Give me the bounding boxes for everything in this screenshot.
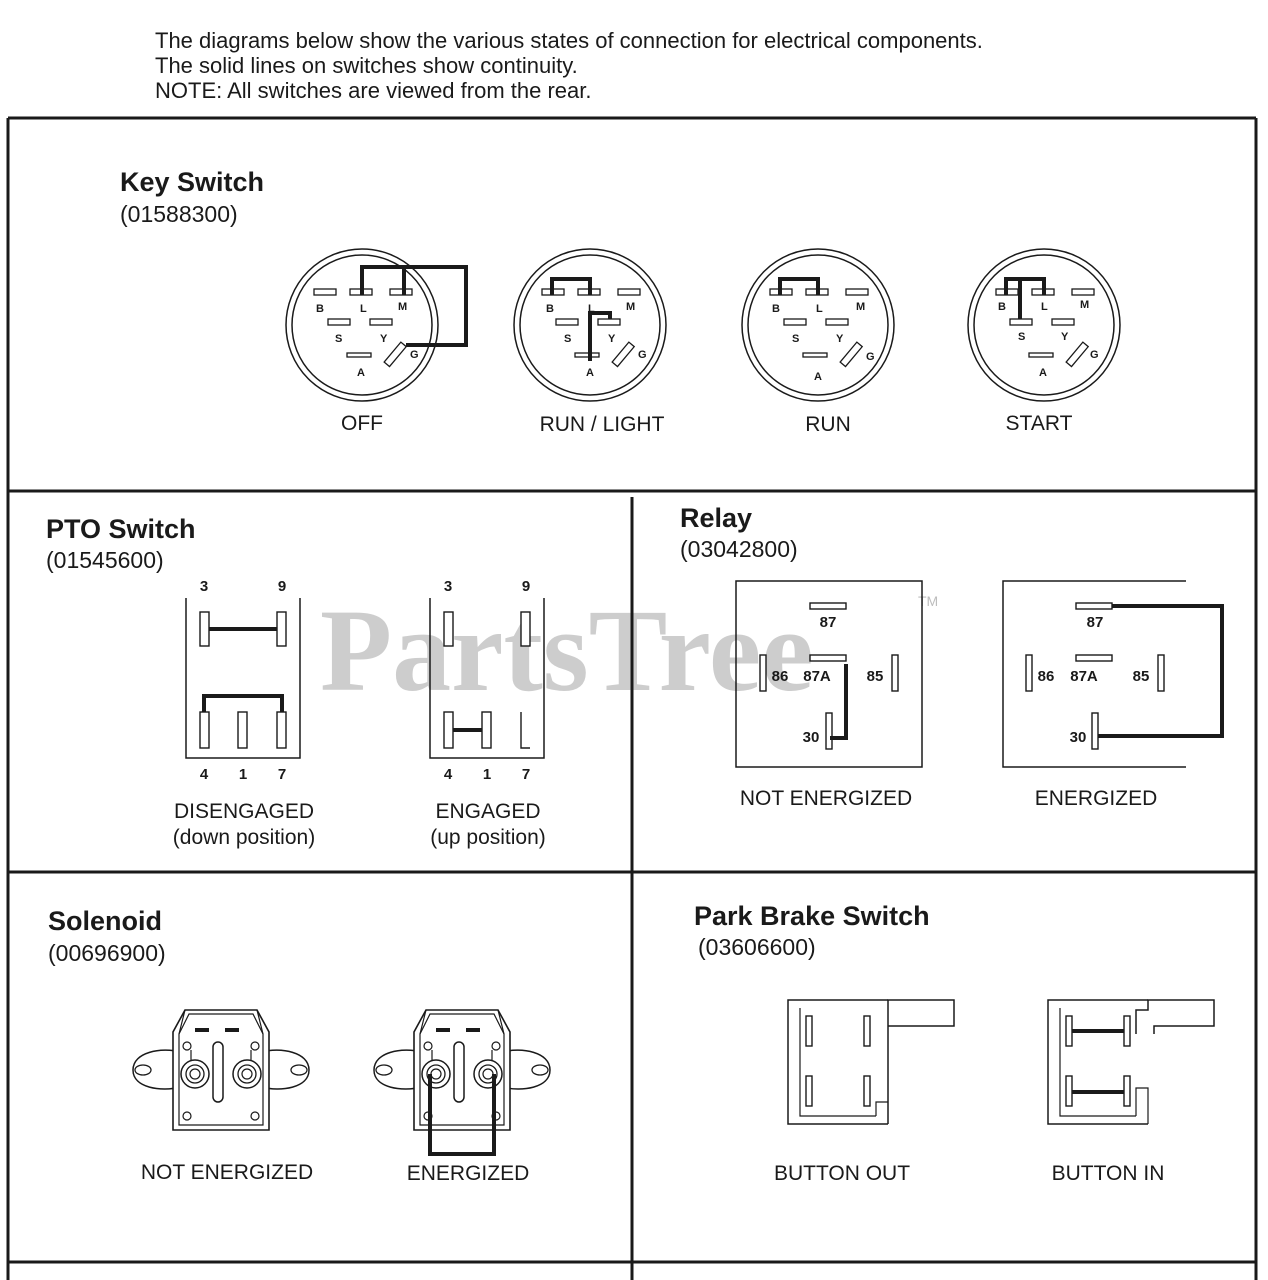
key-switch-part-number: (01588300)	[120, 201, 238, 227]
relay-pin-label: 85	[1133, 668, 1150, 685]
relay-pin-label: 87A	[803, 668, 831, 685]
pto-switch-section: PTO Switch (01545600) 3 9 4 1	[46, 514, 546, 849]
pto-pin-label: 3	[444, 578, 452, 595]
relay-section: Relay (03042800) 87 86 87A 85 30 87 86 8…	[680, 503, 1224, 810]
key-switch-run-face	[741, 248, 895, 402]
solenoid-title: Solenoid	[48, 906, 162, 936]
pin-label: L	[360, 303, 367, 315]
pin-label: G	[866, 351, 875, 363]
pin-label: Y	[836, 333, 844, 345]
relay-energized-label: ENERGIZED	[1035, 787, 1158, 810]
pto-engaged-label: ENGAGED	[435, 800, 540, 823]
pin-label: B	[772, 303, 780, 315]
pin-label: B	[546, 303, 554, 315]
pto-pin-label: 7	[278, 766, 286, 783]
key-state-off-label: OFF	[341, 412, 383, 435]
pin-label: S	[564, 333, 571, 345]
pto-pin-label: 4	[444, 766, 453, 783]
panel-frame	[6, 116, 1258, 1280]
relay-pin-label: 86	[1038, 668, 1055, 685]
relay-pin-label: 85	[867, 668, 884, 685]
key-state-run-light-label: RUN / LIGHT	[540, 413, 665, 436]
pto-pin-label: 7	[522, 766, 530, 783]
relay-not-energized-label: NOT ENERGIZED	[740, 787, 912, 810]
solenoid-not-energized-diagram	[131, 1008, 311, 1132]
pin-label: L	[588, 303, 595, 315]
pto-disengaged-label: DISENGAGED	[174, 800, 314, 823]
relay-pin-label: 87	[820, 614, 837, 631]
pin-label: M	[626, 301, 635, 313]
watermark: PartsTree	[320, 585, 814, 716]
relay-pin-label: 87A	[1070, 668, 1098, 685]
solenoid-energized-diagram	[372, 1008, 552, 1156]
pin-label: A	[814, 371, 822, 383]
relay-pin-label: 30	[1070, 729, 1087, 746]
pto-pin-label: 9	[522, 578, 530, 595]
park-brake-button-in-diagram	[1047, 999, 1215, 1125]
pin-label: S	[792, 333, 799, 345]
park-brake-section: Park Brake Switch (03606600) BUTTO	[694, 901, 1215, 1185]
pin-label: M	[1080, 299, 1089, 311]
pto-pin-label: 4	[200, 766, 209, 783]
key-switch-section: Key Switch (01588300) B L M S	[120, 167, 1121, 436]
relay-part-number: (03042800)	[680, 536, 798, 562]
key-switch-start-face	[967, 248, 1121, 402]
pin-label: B	[316, 303, 324, 315]
relay-title: Relay	[680, 503, 752, 533]
key-switch-run-light-face	[513, 248, 667, 402]
pto-engaged-diagram	[429, 598, 545, 759]
pin-label: S	[1018, 331, 1025, 343]
relay-pin-label: 87	[1087, 614, 1104, 631]
pto-switch-part-number: (01545600)	[46, 547, 164, 573]
pto-disengaged-sub: (down position)	[173, 826, 315, 849]
relay-not-energized-diagram	[735, 580, 923, 768]
relay-pin-label: 86	[772, 668, 789, 685]
intro-line-3: NOTE: All switches are viewed from the r…	[155, 78, 592, 103]
pin-label: M	[856, 301, 865, 313]
key-state-start-label: START	[1006, 412, 1073, 435]
pin-label: Y	[1061, 331, 1069, 343]
pin-label: S	[335, 333, 342, 345]
key-switch-off-face	[285, 248, 468, 402]
key-switch-title: Key Switch	[120, 167, 264, 197]
park-brake-button-out-diagram	[787, 999, 955, 1125]
solenoid-part-number: (00696900)	[48, 940, 166, 966]
pto-disengaged-diagram	[185, 598, 301, 759]
pin-label: L	[816, 303, 823, 315]
pto-pin-label: 1	[239, 766, 247, 783]
key-switch-pin-labels: B L M S Y G A B L M S Y G A B L M S Y G …	[316, 299, 1099, 383]
solenoid-not-energized-label: NOT ENERGIZED	[141, 1161, 313, 1184]
intro-text: The diagrams below show the various stat…	[155, 28, 983, 103]
solenoid-section: Solenoid (00696900) NOT ENERGIZED ENERGI…	[48, 906, 552, 1185]
pin-label: Y	[380, 333, 388, 345]
pin-label: Y	[608, 333, 616, 345]
solenoid-energized-label: ENERGIZED	[407, 1162, 530, 1185]
relay-energized-diagram	[1002, 580, 1224, 768]
pto-pin-label: 1	[483, 766, 491, 783]
relay-pin-label: 30	[803, 729, 820, 746]
pin-label: G	[1090, 349, 1099, 361]
pin-label: A	[1039, 367, 1047, 379]
pin-label: L	[1041, 301, 1048, 313]
pto-switch-title: PTO Switch	[46, 514, 196, 544]
pin-label: B	[998, 301, 1006, 313]
pin-label: G	[638, 349, 647, 361]
pto-engaged-sub: (up position)	[430, 826, 546, 849]
pin-label: A	[586, 367, 594, 379]
pto-pin-label: 9	[278, 578, 286, 595]
park-brake-button-out-label: BUTTON OUT	[774, 1162, 910, 1185]
pin-label: M	[398, 301, 407, 313]
key-state-run-label: RUN	[805, 413, 851, 436]
pto-pin-label: 3	[200, 578, 208, 595]
park-brake-button-in-label: BUTTON IN	[1052, 1162, 1165, 1185]
intro-line-1: The diagrams below show the various stat…	[155, 28, 983, 53]
park-brake-part-number: (03606600)	[698, 934, 816, 960]
park-brake-title: Park Brake Switch	[694, 901, 930, 931]
watermark-trademark: TM	[918, 593, 938, 609]
pin-label: A	[357, 367, 365, 379]
pin-label: G	[410, 349, 419, 361]
intro-line-2: The solid lines on switches show continu…	[155, 53, 578, 78]
